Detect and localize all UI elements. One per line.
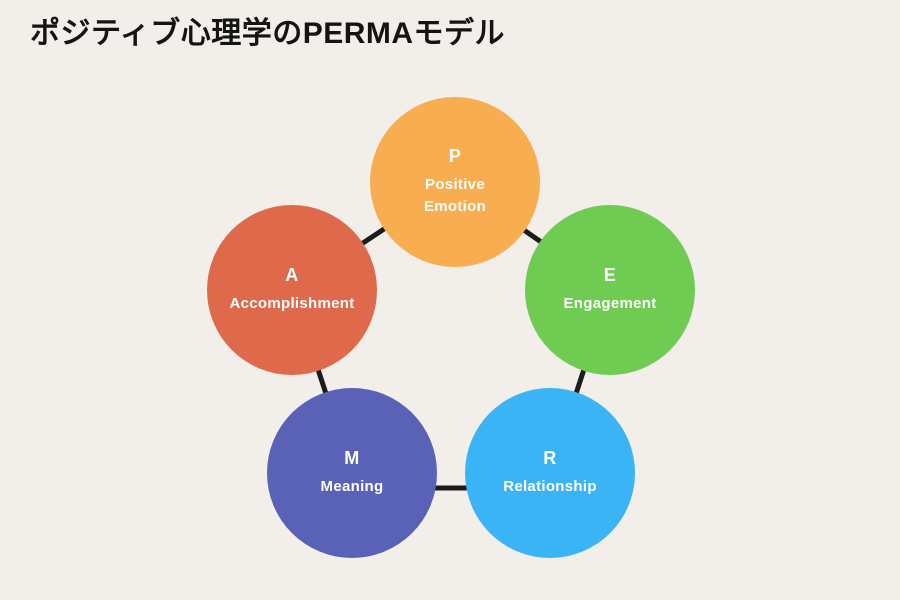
node-engagement: E Engagement — [525, 205, 695, 375]
node-positive-emotion: P Positive Emotion — [370, 97, 540, 267]
node-label: Engagement — [563, 295, 657, 313]
node-letter: R — [543, 448, 557, 469]
node-relationship: R Relationship — [465, 388, 635, 558]
node-letter: P — [448, 146, 462, 167]
node-meaning: M Meaning — [267, 388, 437, 558]
page-title: ポジティブ心理学のPERMAモデル — [30, 17, 506, 50]
node-label: Relationship — [503, 478, 597, 496]
node-label: Accomplishment — [229, 295, 355, 313]
node-accomplishment: A Accomplishment — [207, 205, 377, 375]
node-letter: M — [344, 448, 360, 469]
node-letter: E — [603, 265, 617, 286]
node-label: Positive Emotion — [423, 176, 487, 215]
node-label: Meaning — [320, 478, 384, 496]
node-letter: A — [285, 265, 299, 286]
